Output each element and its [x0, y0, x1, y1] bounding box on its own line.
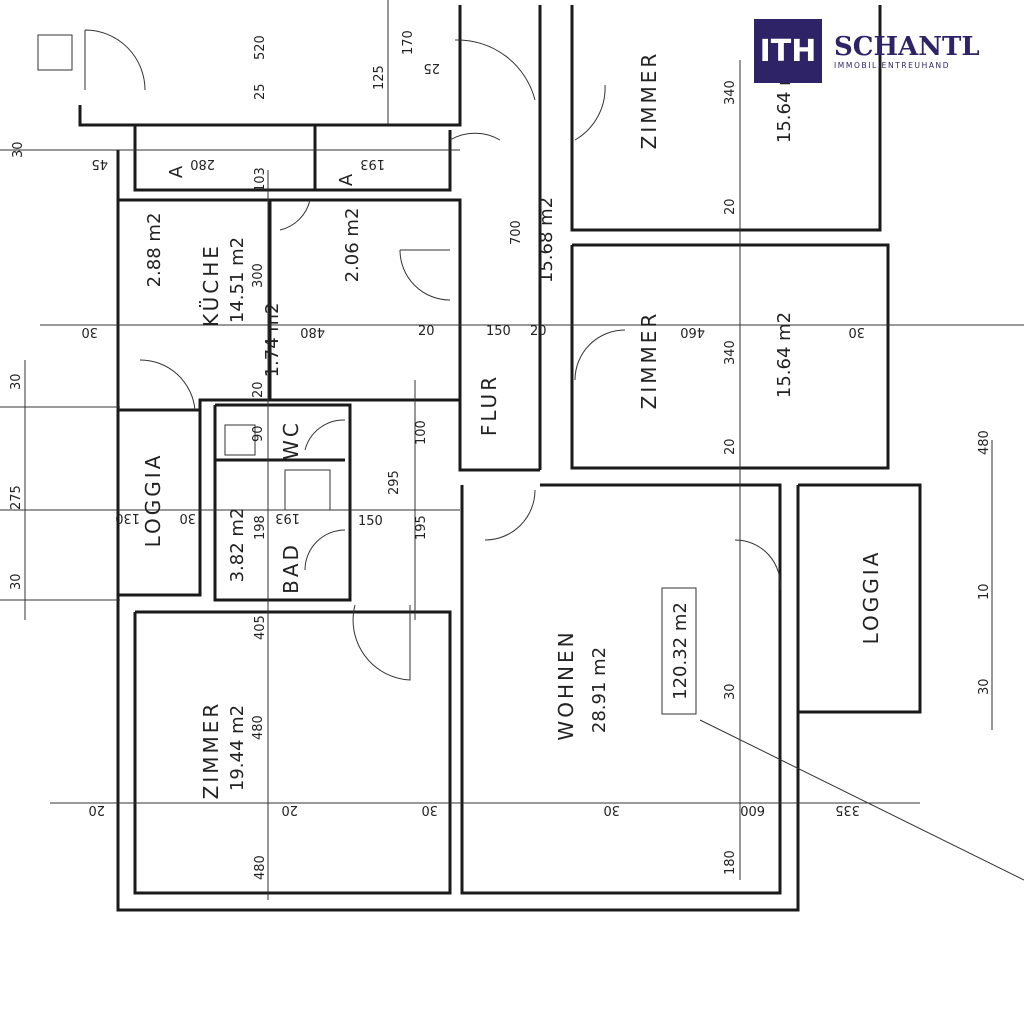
dimension: 170: [401, 30, 416, 55]
dimension: 30: [9, 573, 24, 590]
room-label: KÜCHE: [199, 243, 223, 327]
room-label: BAD: [279, 542, 303, 594]
dimension: 150: [358, 514, 383, 529]
room-label: LOGGIA: [141, 453, 165, 548]
room-area: 14.51 m2: [227, 237, 248, 323]
dimension: 460: [680, 324, 705, 339]
storage-mark: A: [166, 165, 187, 178]
dimension: 275: [9, 485, 24, 510]
logo-mark: ITH: [754, 19, 822, 83]
dimension: 193: [275, 510, 300, 525]
room-label: WOHNEN: [554, 629, 578, 740]
doors: [37, 29, 781, 681]
dimension: 25: [253, 83, 268, 100]
room-label: ZIMMER: [637, 51, 661, 150]
dimension: 280: [190, 156, 215, 171]
dimension: 100: [414, 420, 429, 445]
room-label: ZIMMER: [199, 701, 223, 800]
dimension: 195: [414, 515, 429, 540]
dimension: 198: [253, 515, 268, 540]
room-area: 15.68 m2: [536, 197, 557, 283]
dimension: 30: [81, 324, 98, 339]
dimension: 130: [115, 510, 140, 525]
dimension: 30: [179, 510, 196, 525]
dimension: 405: [253, 615, 268, 640]
room-labels: ZIMMER 15.64 m2 ZIMMER 15.64 m2 WOHNEN 2…: [141, 51, 883, 800]
dimension-numbers: 340 340 20 20 700 20 150 20 480 460 30 3…: [9, 30, 992, 880]
dimension: 340: [723, 340, 738, 365]
total-area-box: [661, 587, 697, 715]
dimension: 180: [723, 850, 738, 875]
total-area: 120.32 m2: [670, 602, 691, 700]
dimension: 90: [251, 425, 266, 442]
dimension: 45: [91, 156, 108, 171]
dimension: 700: [509, 220, 524, 245]
dimension: 30: [603, 802, 620, 817]
dimension: 193: [360, 156, 385, 171]
dimension: 20: [723, 198, 738, 215]
storage-mark: A: [336, 173, 357, 186]
dimension: 30: [848, 324, 865, 339]
room-label: FLUR: [477, 374, 501, 436]
dimension-lines: [0, 0, 1024, 900]
dimension: 30: [9, 373, 24, 390]
dimension: 20: [418, 324, 435, 339]
dimension: 20: [530, 324, 547, 339]
room-label: LOGGIA: [859, 550, 883, 645]
dimension: 600: [740, 802, 765, 817]
area-label: 2.88 m2: [144, 213, 165, 288]
dimension: 103: [253, 167, 268, 192]
dimension: 480: [977, 430, 992, 455]
dimension: 20: [723, 438, 738, 455]
dimension: 520: [253, 35, 268, 60]
dimension: 20: [88, 802, 105, 817]
room-area: 3.82 m2: [227, 508, 248, 583]
dimension: 30: [421, 802, 438, 817]
room-area: 1.74 m2: [262, 303, 283, 378]
logo-name: SCHANTL: [834, 31, 980, 62]
logo-subtitle: IMMOBILIENTREUHAND: [834, 60, 951, 70]
dimension: 30: [977, 678, 992, 695]
dimension: 300: [251, 263, 266, 288]
schantl-logo: ITH SCHANTL IMMOBILIENTREUHAND: [754, 19, 980, 83]
dimension: 125: [372, 65, 387, 90]
dimension: 20: [251, 381, 266, 398]
dimension: 150: [486, 324, 511, 339]
dimension: 480: [251, 715, 266, 740]
room-area: 28.91 m2: [589, 647, 610, 733]
dimension: 480: [253, 855, 268, 880]
dimension: 10: [977, 583, 992, 600]
dimension: 340: [723, 80, 738, 105]
dimension: 295: [387, 470, 402, 495]
walls: [78, 5, 922, 912]
room-area: 19.44 m2: [227, 705, 248, 791]
room-label: WC: [279, 420, 303, 460]
dimension: 20: [281, 802, 298, 817]
dimension: 480: [300, 324, 325, 339]
dimension: 30: [11, 141, 26, 158]
room-label: ZIMMER: [637, 311, 661, 410]
area-label: 2.06 m2: [342, 208, 363, 283]
dimension: 30: [723, 683, 738, 700]
dimension: 335: [835, 802, 860, 817]
dimension: 25: [423, 60, 440, 75]
room-area: 15.64 m2: [774, 312, 795, 398]
